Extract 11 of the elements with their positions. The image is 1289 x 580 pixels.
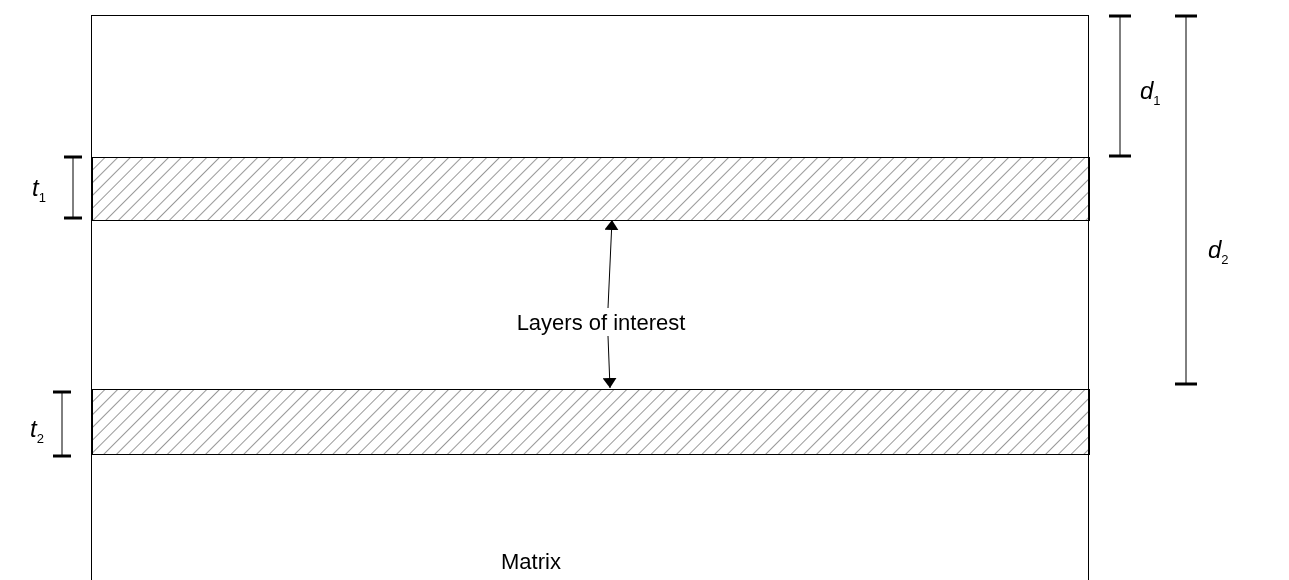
dimension-label: d$_{2}$ [1208, 237, 1229, 269]
hatched-layer [92, 389, 1090, 455]
layer-label: Layers of interest [481, 309, 721, 337]
arrow [602, 335, 617, 389]
region-label: Matrix [501, 549, 561, 575]
hatched-layer [92, 157, 1090, 221]
dimension-label: d$_{1}$ [1140, 78, 1161, 110]
arrow [604, 219, 619, 309]
matrix-block [91, 15, 1089, 580]
dimension-label: t$_{2}$ [30, 416, 44, 448]
dimension-label: t$_{1}$ [32, 175, 46, 207]
